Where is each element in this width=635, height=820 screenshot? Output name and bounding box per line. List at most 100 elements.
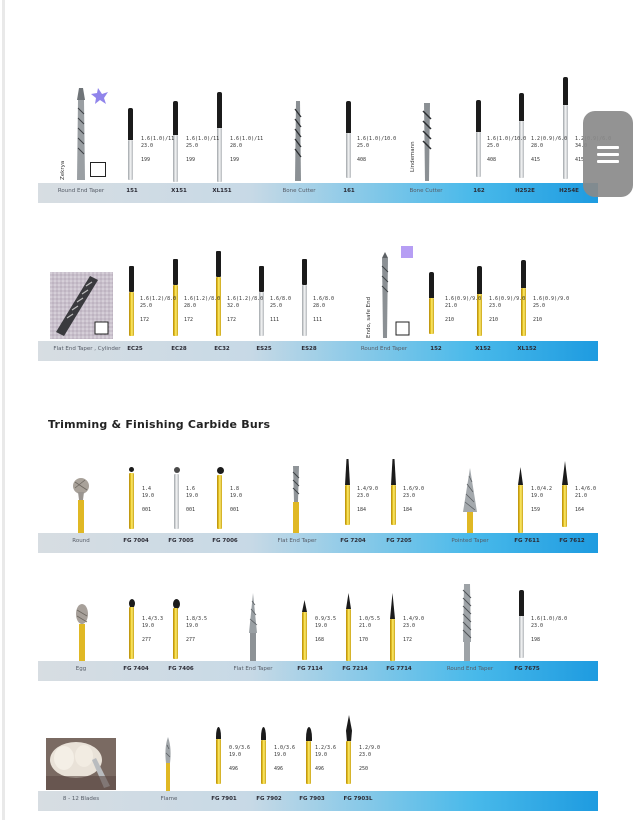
round-end-taper-bur-image xyxy=(462,584,472,662)
product-code: FG 7004 xyxy=(123,538,149,544)
label-bar-5: 8 - 12 Blades Flame FG 7901 FG 7902 FG 7… xyxy=(38,791,598,811)
product-code: FG 7714 xyxy=(386,666,412,672)
label-bar-3: Round FG 7004 FG 7005 FG 7006 Flat End T… xyxy=(38,533,598,553)
product-code: X152 xyxy=(475,346,491,352)
product-code: FG 7204 xyxy=(340,538,366,544)
zekrya-bur-image xyxy=(77,88,108,180)
product-code: 161 xyxy=(343,188,355,194)
category-label: Round End Taper xyxy=(446,666,494,672)
product-code: FG 7903 xyxy=(299,796,325,802)
category-label: Round End Taper xyxy=(57,188,105,194)
product-code: 162 xyxy=(473,188,485,194)
product-code: FG 7006 xyxy=(212,538,238,544)
product-code: FG 7214 xyxy=(342,666,368,672)
category-label: Flame xyxy=(160,796,178,802)
product-code: H254E xyxy=(559,188,579,194)
category-label: Bone Cutter xyxy=(409,188,443,194)
product-code: EC25 xyxy=(127,346,143,352)
vertical-label-zekrya: Zekrya xyxy=(60,160,66,180)
product-code: FG 7005 xyxy=(168,538,194,544)
pointed-taper-bur-image xyxy=(463,468,477,534)
product-code: 151 xyxy=(126,188,138,194)
product-code: 152 xyxy=(430,346,442,352)
vertical-label-lindemann: Lindemann xyxy=(410,141,416,172)
product-code: FG 7901 xyxy=(211,796,237,802)
cylinder-bur-photo xyxy=(50,272,113,339)
product-code: FG 7903L xyxy=(343,796,373,802)
product-code: FG 7404 xyxy=(123,666,149,672)
product-code: FG 7675 xyxy=(514,666,540,672)
product-code: FG 7205 xyxy=(386,538,412,544)
category-label: Pointed Taper xyxy=(451,538,489,544)
product-code: FG 7612 xyxy=(559,538,585,544)
category-label: Bone Cutter xyxy=(282,188,316,194)
scroll-handle[interactable] xyxy=(583,111,633,197)
product-code: FG 7611 xyxy=(514,538,540,544)
flat-end-taper-bur-image-2 xyxy=(249,593,258,661)
product-code: FG 7406 xyxy=(168,666,194,672)
zekrya-icon xyxy=(90,162,106,177)
flame-bur-image xyxy=(165,737,171,791)
category-label: Flat End Taper xyxy=(277,538,317,544)
category-label: Round xyxy=(72,538,90,544)
product-code: H252E xyxy=(515,188,535,194)
flat-end-taper-bur-image xyxy=(292,466,300,534)
product-code: XL151 xyxy=(212,188,232,194)
product-code: FG 7114 xyxy=(297,666,323,672)
category-label: 8 - 12 Blades xyxy=(62,796,100,802)
category-label: Flat End Taper , Cylinder xyxy=(53,346,121,352)
category-label: Egg xyxy=(75,666,87,672)
product-code: FG 7902 xyxy=(256,796,282,802)
label-bar-2: Flat End Taper , Cylinder EC25 EC28 EC32… xyxy=(38,341,598,361)
category-label: Round End Taper xyxy=(360,346,408,352)
section-heading: Trimming & Finishing Carbide Burs xyxy=(48,418,271,431)
vertical-label-endo: Endo, safe End xyxy=(366,296,372,338)
product-code: EC28 xyxy=(171,346,187,352)
lindemann-bur-image xyxy=(422,103,432,181)
endo-safe-end-bur-image xyxy=(381,246,413,338)
round-bur-image xyxy=(73,478,89,534)
category-label: Flat End Taper xyxy=(233,666,273,672)
blades-clinical-photo xyxy=(46,738,116,790)
product-code: EC32 xyxy=(214,346,230,352)
label-bar-1: Round End Taper 151 X151 XL151 Bone Cutt… xyxy=(38,183,598,203)
product-code: X151 xyxy=(171,188,187,194)
bone-cutter-bur-image xyxy=(294,101,302,181)
label-bar-4: Egg FG 7404 FG 7406 Flat End Taper FG 71… xyxy=(38,661,598,681)
product-code: ES25 xyxy=(256,346,272,352)
product-code: ES28 xyxy=(301,346,317,352)
product-code: XL152 xyxy=(517,346,537,352)
page-edge xyxy=(2,0,5,820)
